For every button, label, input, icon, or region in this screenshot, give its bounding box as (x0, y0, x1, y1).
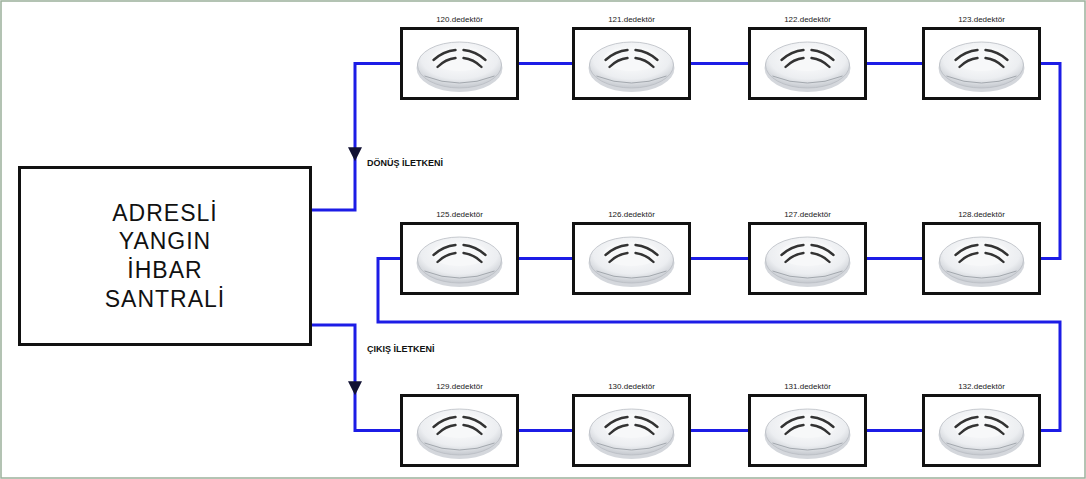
wire-path (867, 429, 922, 432)
smoke-detector-icon (751, 225, 864, 292)
wire-connector (519, 63, 572, 64)
wire-path (867, 62, 922, 65)
detector-node: 123.dedektör (922, 13, 1041, 100)
detector-box (572, 222, 691, 295)
detector-label: 131.dedektör (748, 380, 867, 394)
detector-box (748, 222, 867, 295)
smoke-detector-icon (575, 30, 688, 97)
conductor-label: ÇIKIŞ İLETKENİ (366, 344, 436, 354)
detector-box (748, 27, 867, 100)
wire-connector (691, 63, 748, 64)
detector-box (400, 394, 519, 467)
arrow-head (348, 381, 362, 395)
detector-node: 130.dedektör (572, 380, 691, 467)
detector-box (400, 222, 519, 295)
wire-connector (867, 258, 922, 259)
smoke-detector-icon (575, 397, 688, 464)
smoke-detector-icon (403, 225, 516, 292)
wire-path (519, 429, 572, 432)
detector-label: 128.dedektör (922, 208, 1041, 222)
wire-path (519, 62, 572, 65)
detector-label: 126.dedektör (572, 208, 691, 222)
detector-box (922, 222, 1041, 295)
detector-box (572, 394, 691, 467)
detector-node: 132.dedektör (922, 380, 1041, 467)
conductor-label: DÖNÜŞ İLETKENİ (366, 158, 444, 168)
detector-label: 123.dedektör (922, 13, 1041, 27)
panel-title: ADRESLİ YANGIN İHBAR SANTRALİ (105, 199, 225, 314)
wire-connector (519, 258, 572, 259)
wire-connector (312, 64, 400, 211)
wire-path (312, 64, 400, 211)
detector-node: 127.dedektör (748, 208, 867, 295)
wire-connector (519, 430, 572, 431)
detector-label: 125.dedektör (400, 208, 519, 222)
detector-node: 128.dedektör (922, 208, 1041, 295)
wire-connector (691, 258, 748, 259)
wire-connector (1041, 64, 1060, 259)
wire-path (691, 257, 748, 260)
smoke-detector-icon (575, 225, 688, 292)
smoke-detector-icon (751, 30, 864, 97)
wire-path (1041, 64, 1060, 259)
detector-node: 131.dedektör (748, 380, 867, 467)
wire-connector (312, 325, 400, 431)
arrow-head (348, 147, 362, 161)
smoke-detector-icon (925, 30, 1038, 97)
detector-box (922, 394, 1041, 467)
wire-connector (691, 430, 748, 431)
detector-node: 120.dedektör (400, 13, 519, 100)
smoke-detector-icon (403, 30, 516, 97)
detector-label: 130.dedektör (572, 380, 691, 394)
detector-box (748, 394, 867, 467)
detector-node: 125.dedektör (400, 208, 519, 295)
wire-path (691, 62, 748, 65)
detector-label: 122.dedektör (748, 13, 867, 27)
wire-path (519, 257, 572, 260)
detector-label: 132.dedektör (922, 380, 1041, 394)
smoke-detector-icon (925, 225, 1038, 292)
detector-node: 121.dedektör (572, 13, 691, 100)
detector-box (400, 27, 519, 100)
detector-box (922, 27, 1041, 100)
wire-connector (867, 430, 922, 431)
detector-node: 122.dedektör (748, 13, 867, 100)
detector-node: 126.dedektör (572, 208, 691, 295)
wire-path (691, 429, 748, 432)
wire-connector (867, 63, 922, 64)
wire-path (867, 257, 922, 260)
detector-label: 121.dedektör (572, 13, 691, 27)
smoke-detector-icon (925, 397, 1038, 464)
smoke-detector-icon (751, 397, 864, 464)
control-panel-box: ADRESLİ YANGIN İHBAR SANTRALİ (18, 166, 312, 346)
wire-path (312, 325, 400, 431)
smoke-detector-icon (403, 397, 516, 464)
detector-label: 129.dedektör (400, 380, 519, 394)
detector-box (572, 27, 691, 100)
detector-node: 129.dedektör (400, 380, 519, 467)
detector-label: 120.dedektör (400, 13, 519, 27)
detector-label: 127.dedektör (748, 208, 867, 222)
